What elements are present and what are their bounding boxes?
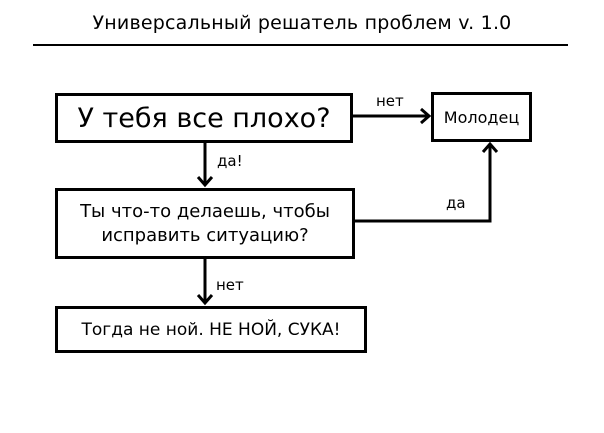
edge-label-q1-to-q2: да!: [217, 152, 243, 170]
edge-label-q1-to-well-done: нет: [376, 92, 404, 110]
node-well-done: Молодец: [431, 92, 532, 142]
title-underline: [33, 44, 568, 46]
arrowhead-q2-to-result: [196, 294, 214, 306]
arrowhead-q1-to-well-done: [420, 107, 432, 125]
edge-q2-to-well-done: [354, 145, 492, 223]
node-q2: Ты что-то делаешь, чтобы исправить ситуа…: [55, 188, 355, 259]
edge-label-q2-to-result: нет: [216, 276, 244, 294]
node-q1: У тебя все плохо?: [55, 93, 353, 143]
node-well-done-text: Молодец: [443, 107, 520, 127]
node-result: Тогда не ной. НЕ НОЙ, СУКА!: [55, 306, 367, 353]
node-q2-line2: исправить ситуацию?: [101, 224, 309, 246]
node-q2-line1: Ты что-то делаешь, чтобы: [80, 200, 330, 222]
arrowhead-q2-to-well-done: [481, 141, 499, 153]
node-result-text: Тогда не ной. НЕ НОЙ, СУКА!: [81, 319, 341, 340]
edge-label-q2-to-well-done: да: [446, 194, 466, 212]
diagram-title: Универсальный решатель проблем v. 1.0: [92, 12, 512, 34]
node-q1-text: У тебя все плохо?: [77, 102, 331, 134]
arrowhead-q1-to-q2: [196, 176, 214, 188]
